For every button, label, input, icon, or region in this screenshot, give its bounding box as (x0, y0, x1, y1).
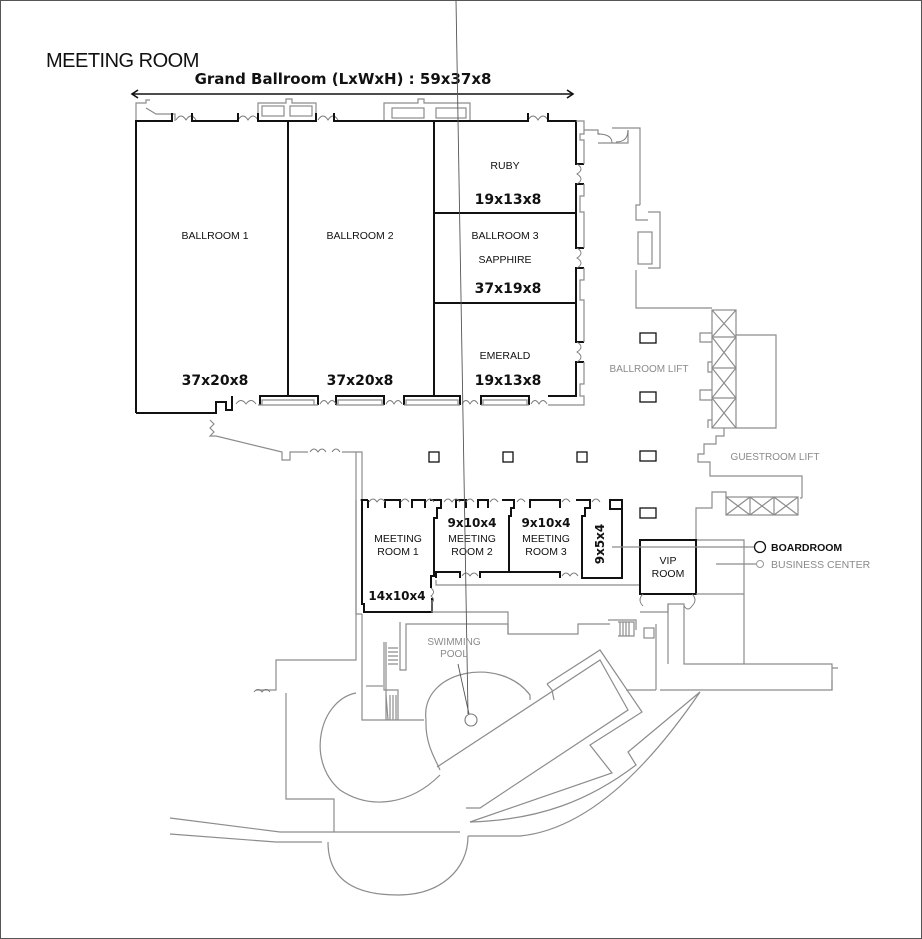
emerald-label: EMERALD (480, 350, 531, 362)
dimension-arrow (130, 89, 575, 99)
vip-room-label-line1: VIP (660, 555, 677, 567)
meeting-room-2-dimensions: 9x10x4 (448, 516, 497, 530)
meeting-room-1-dimensions: 14x10x4 (368, 589, 425, 603)
meeting-room-3-label-line2: ROOM 3 (525, 546, 567, 558)
ballroom-lift-label: BALLROOM LIFT (610, 364, 689, 375)
boardroom-marker-icon (753, 540, 767, 554)
ballroom-3-label: BALLROOM 3 (471, 230, 538, 242)
meeting-room-3-dimensions: 9x10x4 (522, 516, 571, 530)
swimming-pool-label-line1: SWIMMING (427, 637, 481, 648)
ballroom-2-dimensions: 37x20x8 (327, 373, 394, 389)
sapphire-label: SAPPHIRE (478, 254, 531, 266)
pool-area-walls (169, 0, 701, 896)
meeting-room-2-label-line2: ROOM 2 (451, 546, 493, 558)
small-room-dimensions: 9x5x4 (593, 524, 607, 565)
page-title: MEETING ROOM (46, 50, 199, 72)
grand-ballroom-dimensions: Grand Ballroom (LxWxH) : 59x37x8 (195, 70, 492, 88)
meeting-room-walls (355, 498, 640, 635)
grand-ballroom-walls (135, 98, 585, 414)
swimming-pool-label-line2: POOL (440, 649, 468, 660)
ballroom-1-dimensions: 37x20x8 (182, 373, 249, 389)
vip-room-label-line2: ROOM (652, 568, 685, 580)
business-center-label: BUSINESS CENTER (771, 559, 871, 571)
legend-boardroom: BOARDROOM (753, 540, 842, 554)
emerald-dimensions: 19x13x8 (475, 373, 542, 389)
boardroom-label: BOARDROOM (771, 542, 842, 554)
ballroom-3-dimensions: 37x19x8 (475, 281, 542, 297)
guestroom-lift-label: GUESTROOM LIFT (731, 452, 820, 463)
legend-business-center: BUSINESS CENTER (756, 559, 871, 571)
meeting-room-1-label-line2: ROOM 1 (377, 546, 419, 558)
meeting-room-2-label-line1: MEETING (448, 533, 496, 545)
pool-marker-icon (464, 713, 478, 727)
business-center-marker-icon (756, 560, 764, 568)
ballroom-1-label: BALLROOM 1 (181, 230, 248, 242)
meeting-room-3-label-line1: MEETING (522, 533, 570, 545)
ballroom-2-label: BALLROOM 2 (326, 230, 393, 242)
meeting-room-1-label-line1: MEETING (374, 533, 422, 545)
ruby-label: RUBY (490, 160, 519, 172)
vip-area-walls (608, 539, 838, 691)
ruby-dimensions: 19x13x8 (475, 192, 542, 208)
